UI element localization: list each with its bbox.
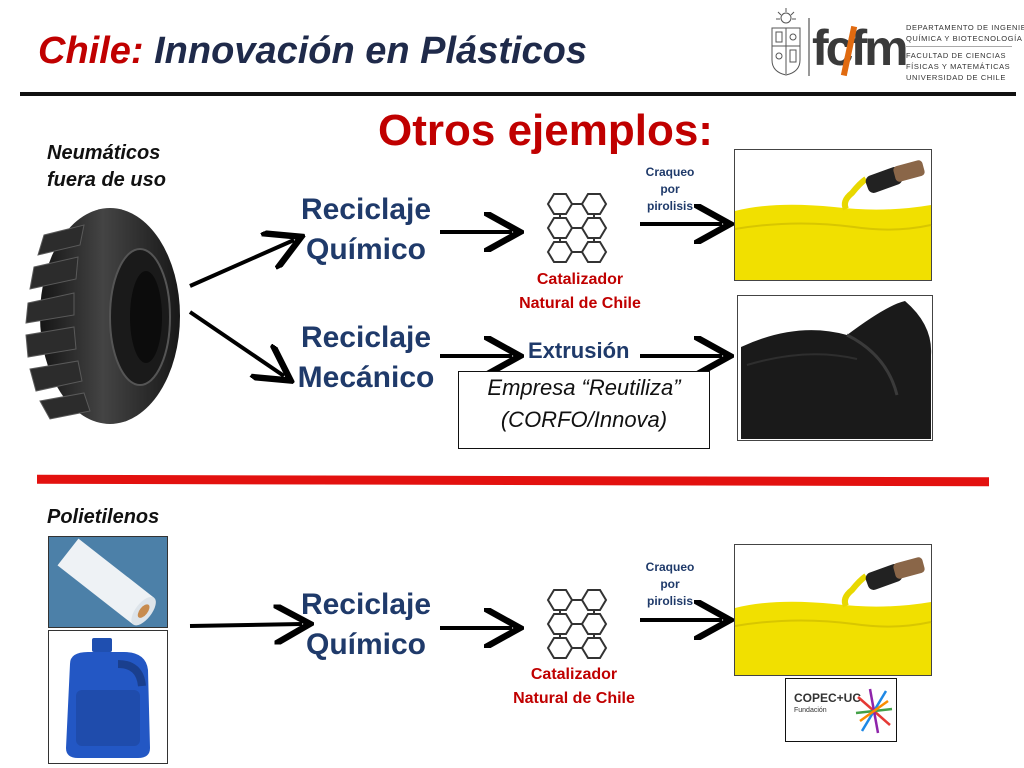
section-heading: Otros ejemplos: bbox=[378, 106, 713, 155]
tires-chemical-label: Reciclaje Químico bbox=[296, 190, 436, 270]
poly-cracking-note: Craqueo por pirolisis bbox=[640, 559, 700, 610]
arrow-to-chemical bbox=[189, 240, 294, 288]
tires-label: Neumáticos fuera de uso bbox=[47, 140, 166, 194]
plastic-jug-image bbox=[48, 630, 168, 764]
tires-chem-line-1: Reciclaje bbox=[300, 193, 432, 226]
dept-line-1: DEPARTAMENTO DE INGENIERÍA bbox=[906, 23, 1024, 32]
company-line-2: (CORFO/Innova) bbox=[500, 407, 668, 432]
title-accent: Chile: bbox=[38, 30, 144, 72]
fcfm-wordmark: fcfm bbox=[812, 20, 909, 76]
tires-mech-line-2: Mecánico bbox=[297, 361, 435, 394]
slide-title: Chile: Innovación en Plásticos bbox=[38, 30, 587, 73]
fuel-nozzle-image bbox=[734, 149, 932, 281]
copec-uc-logo: COPEC+UC Fundación bbox=[785, 678, 897, 742]
university-seal-icon bbox=[771, 8, 801, 76]
poly-label: Polietilenos bbox=[47, 506, 160, 528]
tires-catalyst-line-1: Catalizador bbox=[536, 271, 624, 288]
header-rule bbox=[20, 92, 1016, 96]
title-rest: Innovación en Plásticos bbox=[143, 30, 588, 72]
poly-chemical-label: Reciclaje Químico bbox=[296, 585, 436, 665]
fac-line-2: FÍSICAS Y MATEMÁTICAS bbox=[906, 62, 1011, 71]
poly-cracking-line-2: por bbox=[660, 577, 680, 591]
rubber-sheet-image bbox=[737, 295, 933, 441]
zeolite-catalyst-icon bbox=[546, 193, 608, 263]
poly-cracking-line-1: Craqueo bbox=[645, 560, 695, 574]
logo-divider bbox=[808, 18, 810, 76]
arrow-to-mechanical bbox=[188, 310, 284, 376]
dept-separator bbox=[906, 46, 1012, 47]
tires-catalyst-line-2: Natural de Chile bbox=[519, 295, 641, 312]
tires-label-line-1: Neumáticos bbox=[47, 142, 161, 164]
tires-chem-line-2: Químico bbox=[305, 233, 426, 266]
tires-mechanical-label: Reciclaje Mecánico bbox=[294, 318, 438, 398]
tire-image bbox=[25, 208, 180, 424]
copec-uc-subtitle: Fundación bbox=[794, 707, 827, 714]
tires-cracking-line-2: por bbox=[660, 182, 680, 196]
poly-catalyst-label: Catalizador Natural de Chile bbox=[494, 663, 654, 711]
poly-catalyst-line-2: Natural de Chile bbox=[513, 690, 635, 707]
fac-line-1: FACULTAD DE CIENCIAS bbox=[906, 51, 1007, 60]
copec-uc-burst-icon bbox=[855, 688, 893, 734]
poly-chem-line-1: Reciclaje bbox=[300, 588, 432, 621]
extrusion-label: Extrusión bbox=[528, 338, 630, 363]
company-box: Empresa “Reutiliza” (CORFO/Innova) bbox=[458, 371, 710, 449]
arrow-poly-to-chemical bbox=[189, 624, 302, 626]
dept-line-2: QUÍMICA Y BIOTECNOLOGÍA bbox=[906, 34, 1023, 43]
tires-cracking-line-1: Craqueo bbox=[645, 165, 695, 179]
company-line-1: Empresa “Reutiliza” bbox=[487, 375, 681, 400]
tires-label-line-2: fuera de uso bbox=[47, 169, 166, 191]
poly-catalyst-line-1: Catalizador bbox=[530, 666, 618, 683]
tires-cracking-line-3: pirolisis bbox=[646, 199, 693, 213]
dept-text: DEPARTAMENTO DE INGENIERÍA QUÍMICA Y BIO… bbox=[906, 22, 1024, 44]
copec-uc-wordmark: COPEC+UC bbox=[794, 691, 862, 705]
fcfm-logo: fcfm bbox=[812, 20, 909, 76]
tires-catalyst-label: Catalizador Natural de Chile bbox=[500, 268, 660, 316]
fuel-nozzle-image-2 bbox=[734, 544, 932, 676]
tires-mech-line-1: Reciclaje bbox=[300, 321, 432, 354]
fac-line-3: UNIVERSIDAD DE CHILE bbox=[906, 73, 1006, 82]
zeolite-catalyst-icon-2 bbox=[546, 589, 608, 659]
faculty-text: FACULTAD DE CIENCIAS FÍSICAS Y MATEMÁTIC… bbox=[906, 50, 1010, 83]
plastic-film-roll-image bbox=[48, 536, 168, 628]
tires-cracking-note: Craqueo por pirolisis bbox=[640, 164, 700, 215]
poly-cracking-line-3: pirolisis bbox=[646, 594, 693, 608]
poly-chem-line-2: Químico bbox=[305, 628, 426, 661]
